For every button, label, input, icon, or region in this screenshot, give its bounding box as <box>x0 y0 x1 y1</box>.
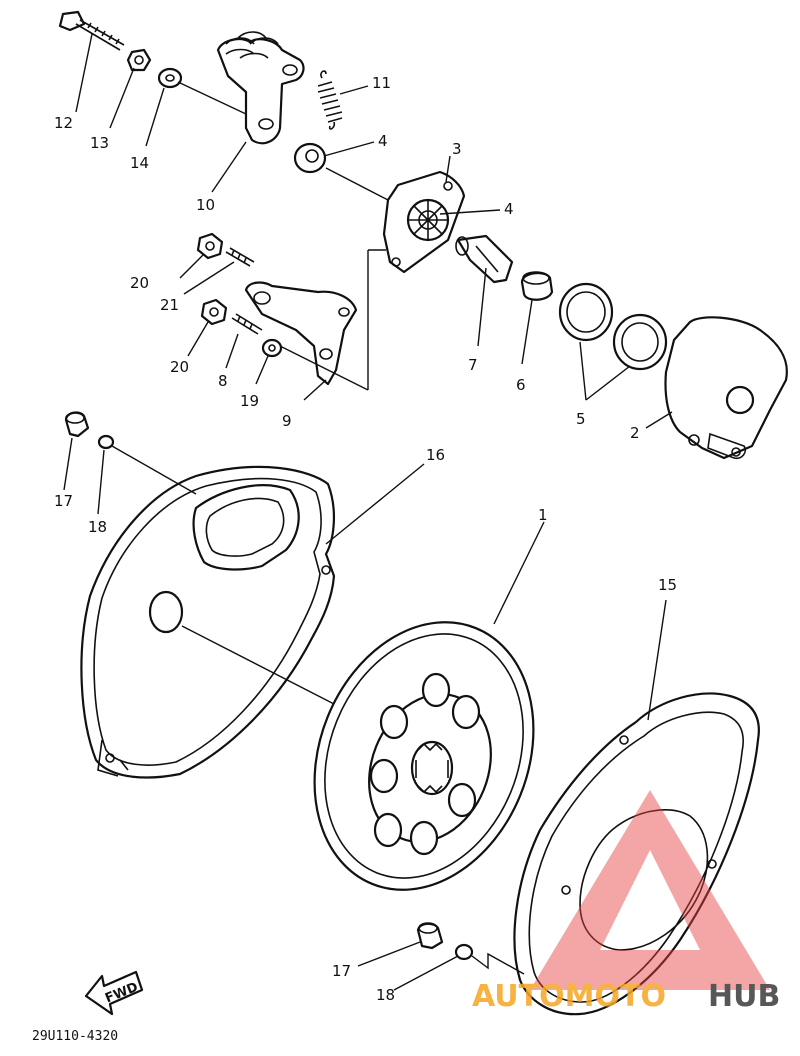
callout-labels: 12 13 14 10 11 4 3 4 20 21 20 8 19 9 7 6… <box>54 74 677 1004</box>
callout-4-lower: 4 <box>504 200 514 218</box>
callout-6: 6 <box>516 376 526 394</box>
callout-5: 5 <box>576 410 586 428</box>
part-12-bolt <box>58 10 125 51</box>
part-9-lever <box>244 281 358 386</box>
part-1-brake-disc <box>313 621 535 891</box>
callout-13: 13 <box>90 134 109 152</box>
callout-15: 15 <box>658 576 677 594</box>
part-5-cups <box>558 282 668 371</box>
callout-18-lower: 18 <box>376 986 395 1004</box>
part-21-stud <box>225 247 255 267</box>
callout-20-lower: 20 <box>170 358 189 376</box>
part-18-washer-lower <box>454 943 474 961</box>
part-17-bolt-upper <box>64 411 90 438</box>
part-15-front-cover <box>513 692 760 1016</box>
part-20-nut-lower <box>200 298 228 326</box>
watermark-text-hub: HUB <box>708 979 780 1014</box>
callout-11: 11 <box>372 74 391 92</box>
callout-3: 3 <box>452 140 462 158</box>
fwd-arrow: FWD <box>84 970 144 1016</box>
watermark: AUTOMOTO HUB <box>472 790 780 1014</box>
part-14-washer <box>157 67 183 89</box>
callout-18-upper: 18 <box>88 518 107 536</box>
part-16-rear-cover <box>80 465 336 779</box>
callout-10: 10 <box>196 196 215 214</box>
callout-9: 9 <box>282 412 292 430</box>
part-10-bracket <box>216 31 305 145</box>
callout-14: 14 <box>130 154 149 172</box>
callout-20-upper: 20 <box>130 274 149 292</box>
watermark-text-main: AUTOMOTO <box>472 979 666 1014</box>
part-18-washer-upper <box>97 434 115 450</box>
callout-7: 7 <box>468 356 478 374</box>
callout-4-upper: 4 <box>378 132 388 150</box>
part-8-stud <box>231 313 263 335</box>
part-19-washer <box>261 338 283 358</box>
watermark-logo <box>530 790 770 990</box>
assembly-lines <box>111 81 525 975</box>
part-17-bolt-lower <box>416 922 444 950</box>
callout-16: 16 <box>426 446 445 464</box>
part-4-seal-upper <box>293 142 327 174</box>
part-13-nut <box>126 48 152 72</box>
callout-21: 21 <box>160 296 179 314</box>
part-2-caliper <box>664 316 788 460</box>
callout-17-lower: 17 <box>332 962 351 980</box>
part-20-nut-upper <box>196 232 224 260</box>
callout-8: 8 <box>218 372 228 390</box>
callout-19: 19 <box>240 392 259 410</box>
callout-2: 2 <box>630 424 640 442</box>
callout-leaders <box>63 33 673 991</box>
part-11-spring <box>317 70 343 130</box>
callout-17-upper: 17 <box>54 492 73 510</box>
diagram-code: 29U110-4320 <box>32 1029 118 1044</box>
part-3-housing <box>382 170 466 274</box>
callout-1: 1 <box>538 506 548 524</box>
part-6-cap <box>520 271 554 301</box>
callout-12: 12 <box>54 114 73 132</box>
part-7-shaft <box>455 234 514 284</box>
